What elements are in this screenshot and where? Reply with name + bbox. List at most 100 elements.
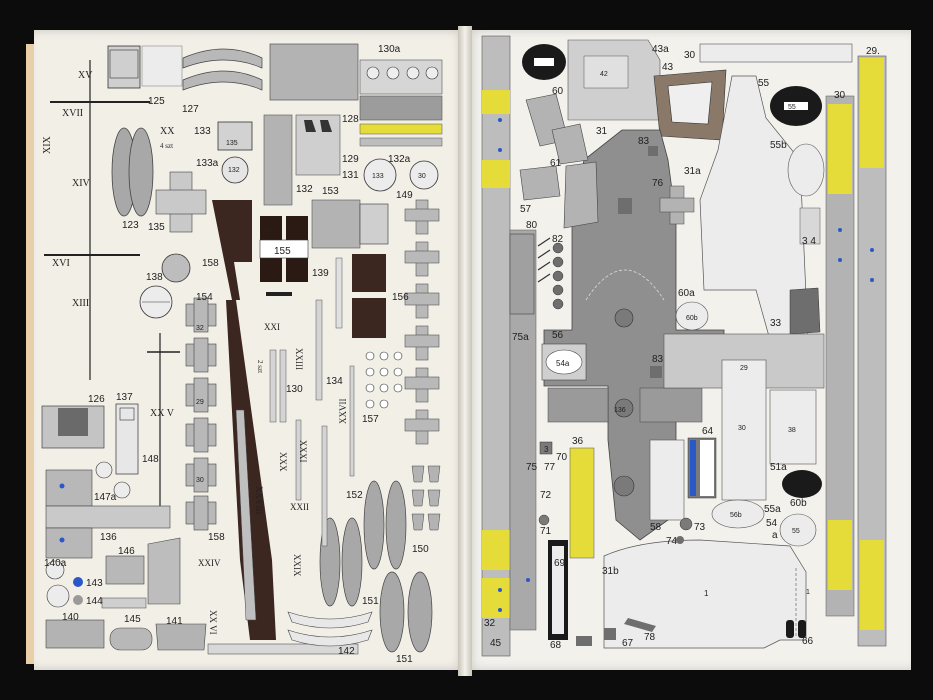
label-67: 67	[622, 638, 634, 649]
roman-xiii: XIII	[72, 298, 89, 309]
roman-xxx: XXX	[278, 452, 288, 472]
oval-56b	[711, 499, 765, 529]
yellow-panel-bottom	[860, 540, 884, 630]
blue-dots-right	[498, 118, 874, 612]
roman-xv: XV	[78, 70, 93, 81]
arc-part-127a	[182, 48, 263, 69]
label-83b: 83	[652, 354, 664, 365]
black-oval-label-box	[534, 58, 554, 66]
gray-disc-144	[73, 595, 83, 605]
part-57a	[519, 165, 561, 201]
part-42-inner	[583, 55, 629, 89]
label-137: 137	[116, 392, 133, 403]
roman-xxxi: XXXI	[298, 440, 308, 463]
inner-38: 38	[788, 427, 796, 434]
label-125: 125	[148, 96, 165, 107]
label-32: 32	[484, 618, 496, 629]
label-45: 45	[490, 638, 502, 649]
label-3: 3	[544, 445, 549, 454]
port-circle	[366, 66, 380, 80]
part-132	[263, 114, 293, 206]
label-56: 56	[552, 330, 564, 341]
panel-30	[721, 359, 767, 501]
yellow-panel-30b	[828, 520, 852, 590]
deck-wing-right	[639, 387, 703, 423]
part-78	[624, 618, 656, 632]
book-spine	[458, 26, 472, 676]
part-61b	[551, 123, 589, 165]
dark-part-158-upper	[212, 200, 252, 300]
port-circle	[406, 66, 420, 80]
part-146	[105, 555, 145, 585]
curve-part-151b	[287, 629, 373, 647]
part-141	[155, 623, 207, 651]
label-55: 55	[758, 78, 770, 89]
label-141: 141	[166, 616, 183, 627]
inner-55b: 55	[792, 528, 800, 535]
strip-part	[235, 409, 257, 621]
hooks-82	[537, 237, 551, 283]
right-page-parts: 43a 30 29. 43 60 55 30 31 83 55b 61 31a …	[481, 35, 887, 657]
part-146-shield	[147, 537, 181, 605]
part-67	[604, 628, 616, 640]
triangle-mark	[320, 120, 332, 132]
label-32: 32	[196, 325, 204, 332]
label-128: 128	[342, 114, 359, 125]
cross-part-133	[155, 171, 207, 233]
label-130a: 130a	[378, 44, 401, 55]
part-137	[115, 403, 139, 475]
part-83	[648, 146, 658, 156]
label-157: 157	[362, 414, 379, 425]
inner-1b: 1	[806, 589, 810, 596]
disc-146	[113, 481, 131, 499]
part-66b	[798, 620, 806, 638]
label-31b: 31b	[602, 566, 619, 577]
part-136	[45, 527, 93, 559]
part-64-blue	[690, 440, 696, 496]
disc-30-small	[95, 461, 113, 479]
label-29: 29	[196, 399, 204, 406]
left-page-parts: 125 127 130a 128 133 135 133a 132 132a 1…	[41, 43, 443, 665]
oval-60b	[675, 301, 709, 331]
roman-xxix: XXIX	[292, 554, 302, 577]
label-43: 43	[662, 62, 674, 73]
disc-133	[363, 158, 397, 192]
triangle-mark	[304, 120, 316, 132]
port-circle	[386, 66, 400, 80]
roman-xxii: XXII	[290, 502, 309, 512]
label-60b-inner: 60b	[686, 315, 698, 322]
small-rings-157	[365, 351, 403, 409]
label-133-inner: 133	[372, 173, 384, 180]
part-68	[576, 636, 592, 646]
disc-30	[409, 160, 439, 190]
part-66a	[786, 620, 794, 638]
disc-74	[676, 536, 684, 544]
disc-140b	[46, 584, 70, 608]
black-oval-51a	[782, 470, 822, 498]
ruler-strip-30	[699, 43, 853, 63]
port-circle	[425, 66, 439, 80]
label-55a: 55a	[764, 504, 781, 515]
label-55b: 55b	[770, 140, 787, 151]
label-155: 155	[274, 246, 291, 257]
label-150: 150	[412, 544, 429, 555]
label-70: 70	[556, 452, 568, 463]
roman-xxviii: XXVIII	[254, 486, 264, 515]
label-61: 61	[550, 158, 562, 169]
roman-xxi: XXI	[264, 322, 280, 332]
oval-54a	[545, 349, 583, 375]
label-156: 156	[392, 292, 409, 303]
strip-part-142	[207, 643, 359, 655]
part-33	[789, 287, 821, 335]
count-4-szt: 4 szt	[160, 142, 173, 150]
label-54: 54	[766, 518, 778, 529]
label-68: 68	[550, 640, 562, 651]
label-51a: 51a	[770, 462, 787, 473]
yellow-panel-29	[860, 58, 884, 168]
inner-42: 42	[600, 71, 608, 78]
label-76: 76	[652, 178, 664, 189]
label-34: 3 4	[802, 236, 816, 247]
label-72: 72	[540, 490, 552, 501]
disc-132	[221, 156, 249, 184]
part-153-grid	[359, 203, 389, 245]
